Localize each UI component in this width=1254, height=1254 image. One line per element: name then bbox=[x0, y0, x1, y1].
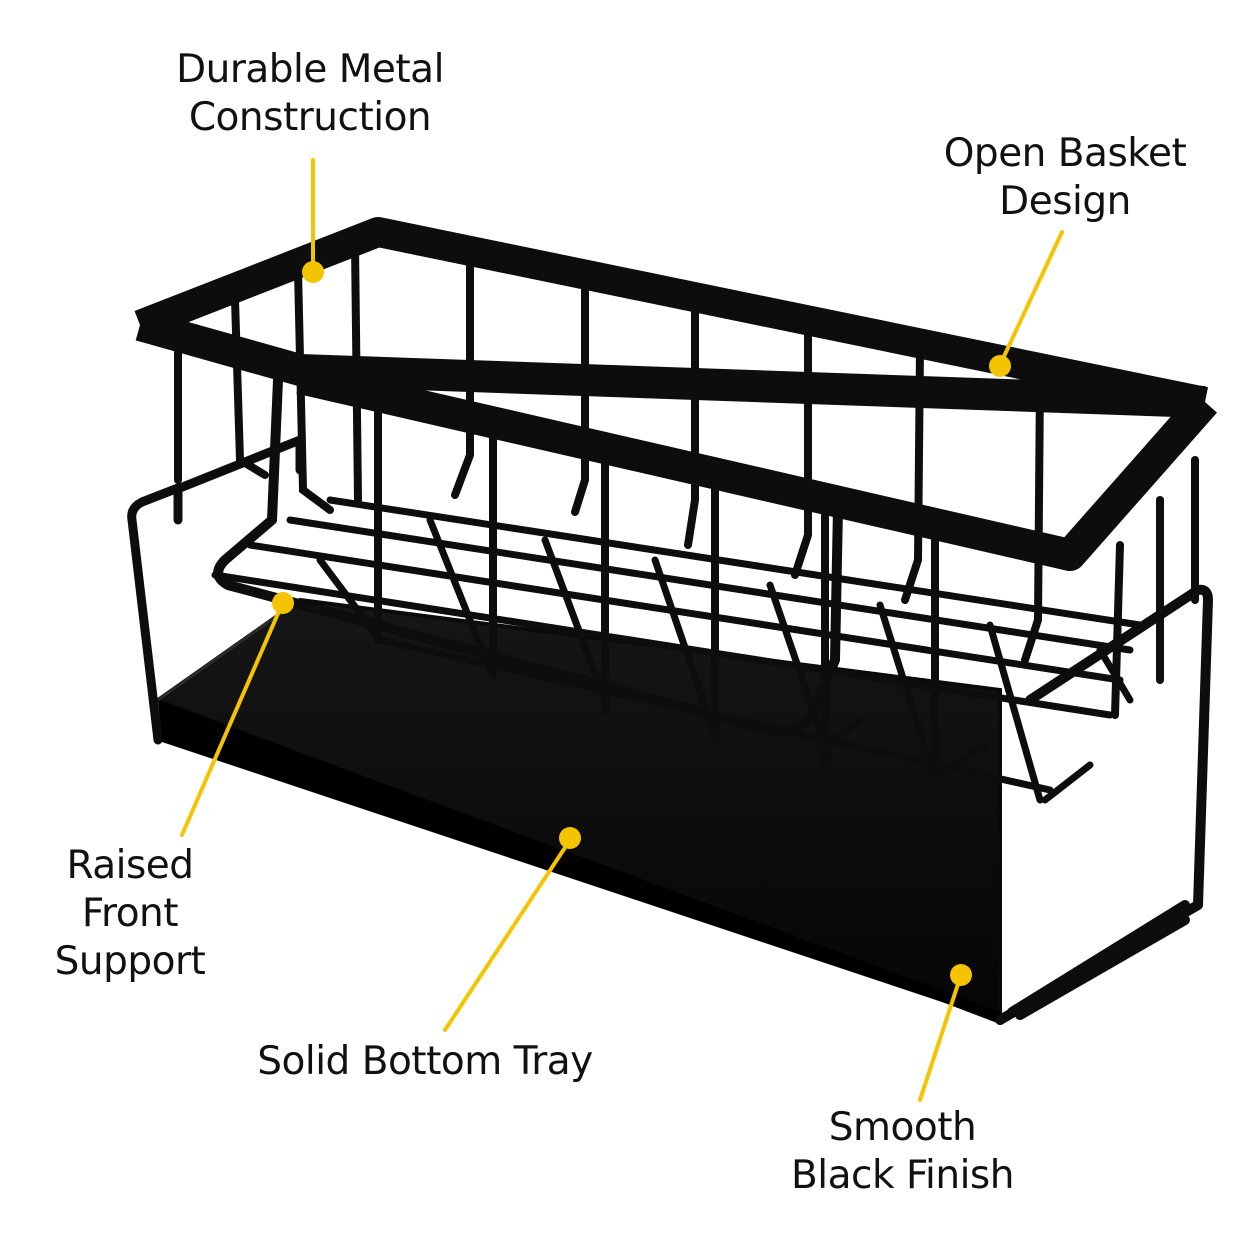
basket-rim-back bbox=[134, 217, 1209, 417]
callout-dot-solid bbox=[559, 827, 581, 849]
callout-raised-front: Raised Front Support bbox=[40, 842, 220, 986]
callout-dot-durable bbox=[302, 261, 324, 283]
callout-text: Construction bbox=[188, 95, 432, 140]
callout-open-basket: Open Basket Design bbox=[920, 130, 1210, 226]
callout-text: Solid Bottom Tray bbox=[257, 1039, 593, 1084]
callout-text: Support bbox=[54, 939, 206, 984]
callout-durable-metal: Durable Metal Construction bbox=[140, 46, 480, 142]
callout-text: Front bbox=[81, 891, 179, 936]
front-handle bbox=[213, 357, 863, 736]
callout-dots bbox=[272, 261, 1011, 986]
stand-frame-left bbox=[127, 483, 183, 745]
callout-text: Design bbox=[999, 179, 1131, 224]
callout-text: Smooth bbox=[828, 1105, 977, 1150]
callout-dot-open bbox=[989, 355, 1011, 377]
bottom-tray bbox=[153, 597, 1002, 1025]
callout-solid-tray: Solid Bottom Tray bbox=[240, 1038, 610, 1086]
callout-text: Raised bbox=[66, 843, 194, 888]
callout-text: Open Basket bbox=[943, 131, 1187, 176]
callout-smooth-finish: Smooth Black Finish bbox=[780, 1104, 1025, 1200]
callout-dot-raised bbox=[272, 592, 294, 614]
basket-rim-front bbox=[135, 309, 1217, 571]
basket-front-wires bbox=[374, 406, 1199, 804]
callout-text: Durable Metal bbox=[176, 47, 444, 92]
callout-dot-smooth bbox=[950, 964, 972, 986]
callout-text: Black Finish bbox=[791, 1153, 1014, 1198]
callout-lines bbox=[180, 158, 1064, 1102]
